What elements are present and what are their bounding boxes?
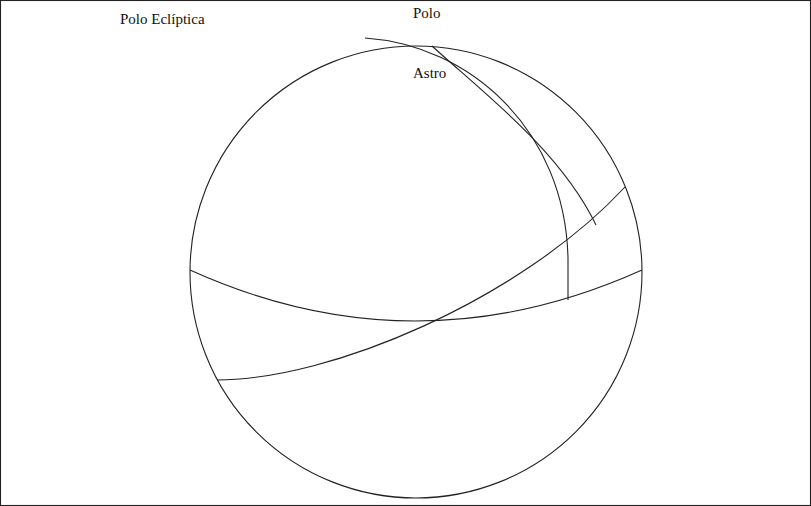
sphere-outline [190, 46, 642, 498]
equator-arc [190, 270, 642, 321]
meridian-arc [365, 38, 568, 300]
pole-label: Polo Eclíptica [120, 10, 205, 28]
pole-label: Polo [413, 4, 441, 22]
star-label: Astro [413, 64, 446, 82]
ecliptic-meridian-arc [432, 46, 596, 225]
